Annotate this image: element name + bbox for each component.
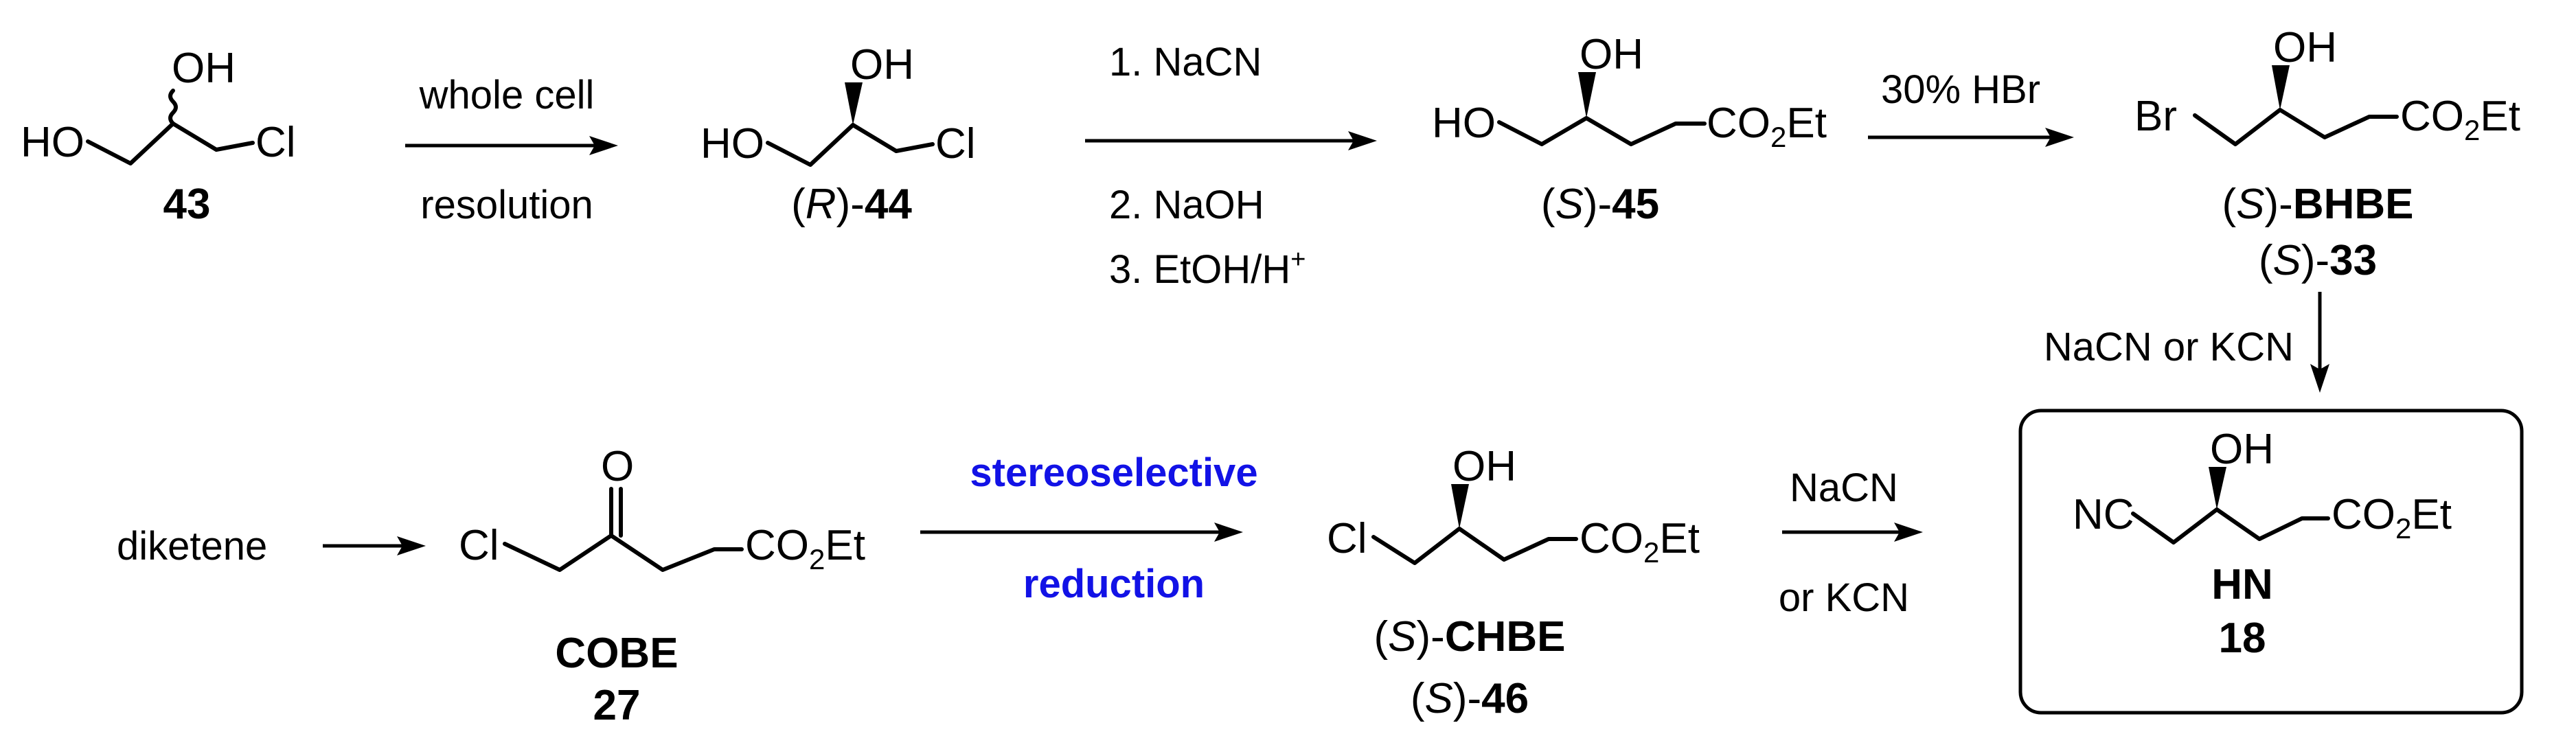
arrow-head [397, 536, 426, 555]
compound-43: HO OH Cl 43 [21, 45, 296, 228]
reagent-resolution: resolution [420, 183, 593, 227]
wedge-bond [2272, 65, 2290, 110]
wedge-bond [1578, 72, 1596, 118]
reagent-reduction: reduction [1023, 562, 1205, 606]
reagent-nacn: NaCN [1790, 466, 1898, 510]
arrow-head [2310, 364, 2329, 393]
reagent-or-kcn: or KCN [1779, 575, 1909, 620]
reaction-arrow-2: 1. NaCN 2. NaOH 3. EtOH/H+ [1085, 40, 1377, 292]
atom-co2et: CO2Et [2400, 93, 2520, 146]
atom-o: O [601, 443, 634, 490]
carbon-chain [2193, 108, 2399, 146]
carbon-chain [86, 122, 255, 165]
reagent-step-2: 2. NaOH [1109, 183, 1264, 227]
carbon-chain [1371, 527, 1578, 565]
atom-cl: Cl [1327, 515, 1367, 562]
atom-ho: HO [21, 119, 84, 166]
atom-oh: OH [1452, 443, 1516, 490]
atom-oh: OH [1580, 31, 1643, 78]
arrow-head [2045, 128, 2074, 147]
compound-s-46: Cl OH CO2Et (S)-CHBE (S)-46 [1327, 443, 1700, 722]
atom-oh: OH [172, 45, 236, 92]
atom-co2et: CO2Et [1580, 515, 1700, 569]
compound-label-hn: HN [2211, 561, 2273, 608]
atom-co2et: CO2Et [745, 522, 865, 575]
atom-cl: Cl [459, 522, 499, 569]
atom-nc: NC [2073, 491, 2134, 538]
wedge-bond [1451, 484, 1469, 529]
reaction-arrow-5 [323, 536, 426, 555]
arrow-head [1348, 131, 1377, 150]
carbon-chain [503, 534, 744, 572]
compound-18: NC OH CO2Et HN 18 [2018, 409, 2524, 715]
reaction-arrow-7: NaCN or KCN [1779, 466, 1923, 620]
wedge-bond [2209, 467, 2226, 509]
atom-cl: Cl [255, 119, 296, 166]
compound-label-bhbe: (S)-BHBE [2222, 181, 2414, 228]
atom-co2et: CO2Et [2332, 491, 2452, 544]
carbon-chain [2131, 507, 2330, 544]
carbon-chain [766, 123, 935, 167]
reagent-stereoselective: stereoselective [970, 450, 1257, 495]
compound-label-27: 27 [593, 682, 641, 729]
reagent-step-3: 3. EtOH/H+ [1109, 245, 1306, 292]
compound-label-33: (S)-33 [2259, 237, 2377, 284]
reagent-whole-cell: whole cell [419, 73, 595, 117]
atom-oh: OH [2210, 426, 2274, 473]
atom-oh: OH [2273, 24, 2337, 71]
atom-co2et: CO2Et [1707, 100, 1827, 153]
arrow-head [589, 136, 618, 155]
compound-label: 43 [163, 181, 211, 228]
product-box [2018, 409, 2524, 715]
wavy-stereo-bond [168, 89, 178, 126]
reaction-arrow-6: stereoselective reduction [920, 450, 1258, 606]
compound-27: Cl O CO2Et COBE 27 [459, 443, 865, 729]
compound-label-46: (S)-46 [1411, 675, 1529, 722]
compound-label: (R)-44 [791, 181, 912, 228]
wedge-bond [845, 82, 863, 125]
compound-label-18: 18 [2219, 615, 2266, 662]
compound-label-chbe: (S)-CHBE [1374, 613, 1566, 661]
compound-s-33: Br OH CO2Et (S)-BHBE (S)-33 [2134, 24, 2520, 284]
arrow-head [1214, 523, 1243, 542]
carbon-chain [1497, 116, 1707, 146]
atom-br: Br [2134, 93, 2177, 140]
compound-s-45: HO OH CO2Et (S)-45 [1432, 31, 1827, 228]
atom-ho: HO [1432, 100, 1496, 147]
reaction-arrow-4: NaCN or KCN [2044, 292, 2329, 393]
compound-label: (S)-45 [1541, 181, 1659, 228]
compound-r-44: HO OH Cl (R)-44 [700, 41, 976, 228]
atom-cl: Cl [935, 120, 976, 168]
reagent-nacn-kcn: NaCN or KCN [2044, 325, 2294, 369]
reaction-arrow-1: whole cell resolution [405, 73, 618, 227]
atom-ho: HO [700, 120, 764, 168]
compound-label-cobe: COBE [555, 630, 678, 677]
reagent-hbr: 30% HBr [1881, 67, 2040, 112]
start-material-diketene: diketene [117, 524, 267, 569]
arrow-head [1894, 523, 1923, 542]
reagent-step-1: 1. NaCN [1109, 40, 1262, 84]
atom-oh: OH [850, 41, 914, 89]
reaction-arrow-3: 30% HBr [1868, 67, 2074, 147]
